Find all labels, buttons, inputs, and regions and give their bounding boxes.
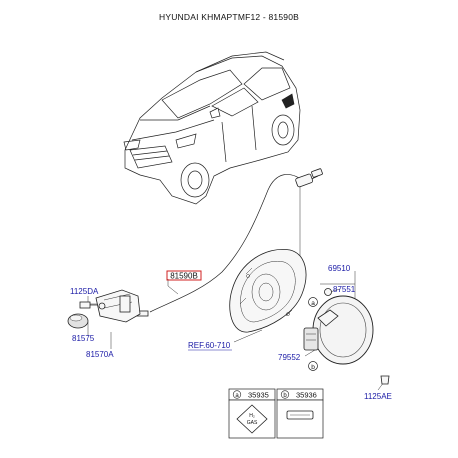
latch-assembly — [67, 289, 141, 329]
callout-a: a — [308, 297, 318, 307]
bolt-1125da — [79, 301, 98, 309]
svg-text:H₂: H₂ — [249, 413, 255, 419]
cap-81575 — [67, 313, 89, 329]
svg-text:35936: 35936 — [296, 391, 317, 400]
label-69510: 69510 — [328, 264, 351, 273]
release-cable — [133, 168, 323, 317]
svg-text:81590B: 81590B — [170, 272, 198, 281]
screw-1125ae — [380, 375, 390, 385]
label-81575: 81575 — [72, 334, 95, 343]
svg-text:REF.60-710: REF.60-710 — [188, 341, 231, 350]
svg-text:35935: 35935 — [248, 391, 269, 400]
svg-text:GAS: GAS — [247, 420, 258, 426]
label-79552: 79552 — [278, 353, 301, 362]
svg-text:b: b — [283, 393, 287, 399]
label-ref: REF.60-710 — [188, 341, 232, 351]
fuel-door-69510 — [303, 288, 390, 385]
svg-text:a: a — [311, 300, 315, 307]
svg-text:b: b — [311, 364, 315, 371]
vehicle-illustration — [123, 51, 301, 205]
label-1125ae: 1125AE — [364, 392, 392, 401]
svg-text:a: a — [235, 393, 239, 399]
callout-b: b — [308, 361, 318, 371]
legend-right: b 35936 — [276, 388, 324, 439]
label-1125da: 1125DA — [70, 287, 99, 296]
legend-left: a 35935 H₂ GAS — [228, 388, 276, 439]
label-87551: 87551 — [333, 285, 356, 294]
page-title: HYUNDAI KHMAPTMF12 - 81590B — [158, 12, 300, 22]
label-81570a: 81570A — [86, 350, 114, 359]
filler-housing — [229, 248, 307, 333]
housing-79552 — [303, 327, 319, 351]
label-81590b: 81590B — [166, 270, 202, 281]
